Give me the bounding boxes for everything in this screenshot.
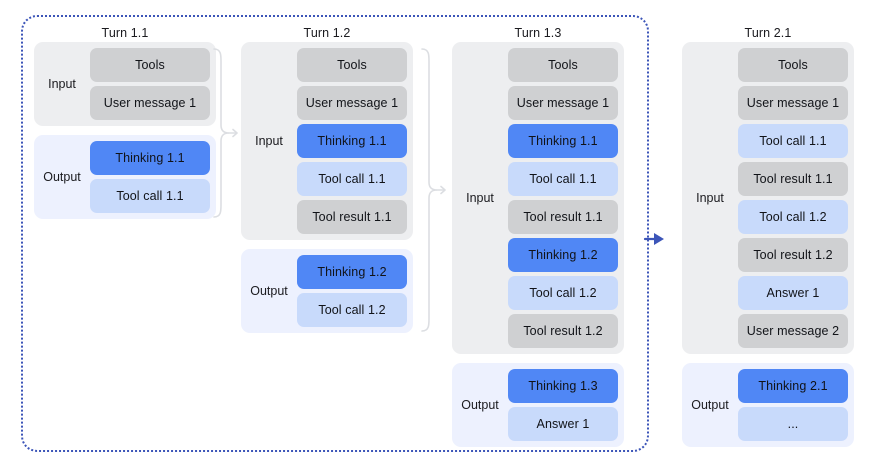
context-block: Answer 1	[508, 407, 618, 441]
output-block-stack: Thinking 2.1...	[738, 369, 848, 441]
context-block: Tool call 1.1	[297, 162, 407, 196]
panel-gap	[452, 354, 624, 363]
context-block: User message 1	[297, 86, 407, 120]
turn-title: Turn 1.1	[101, 26, 149, 40]
context-block: Thinking 1.1	[297, 124, 407, 158]
context-block: Tool result 1.1	[297, 200, 407, 234]
context-block: Tools	[297, 48, 407, 82]
arrow-turn-1-3-to-turn-2-1	[643, 229, 667, 249]
context-block: Tool call 1.1	[508, 162, 618, 196]
context-block: User message 1	[508, 86, 618, 120]
output-label: Output	[43, 170, 81, 184]
turn-title: Turn 1.3	[514, 26, 562, 40]
panel-gap	[241, 240, 413, 249]
context-block: Tool result 1.2	[508, 314, 618, 348]
context-block: Thinking 1.1	[508, 124, 618, 158]
context-block: Tool call 1.1	[738, 124, 848, 158]
context-block: Tool call 1.1	[90, 179, 210, 213]
input-label: Input	[48, 77, 76, 91]
context-block: Answer 1	[738, 276, 848, 310]
context-block: Tool call 1.2	[738, 200, 848, 234]
output-panel: Output Thinking 2.1...	[682, 363, 854, 447]
context-block: Tools	[508, 48, 618, 82]
output-label: Output	[250, 284, 288, 298]
context-block: Tool result 1.1	[508, 200, 618, 234]
context-block: User message 1	[90, 86, 210, 120]
bracket-connector-turn-1-2-to-1-3	[420, 47, 446, 333]
context-block: Thinking 1.2	[508, 238, 618, 272]
output-label: Output	[691, 398, 729, 412]
context-block: Thinking 2.1	[738, 369, 848, 403]
context-block: User message 1	[738, 86, 848, 120]
output-label: Output	[461, 398, 499, 412]
panel-gap	[34, 126, 216, 135]
panel-gap	[682, 354, 854, 363]
context-block: Thinking 1.1	[90, 141, 210, 175]
context-block: Tools	[738, 48, 848, 82]
context-block: Thinking 1.2	[297, 255, 407, 289]
turn-title: Turn 2.1	[744, 26, 792, 40]
context-block: Tools	[90, 48, 210, 82]
context-block: Tool call 1.2	[297, 293, 407, 327]
input-label: Input	[255, 134, 283, 148]
context-block: ...	[738, 407, 848, 441]
context-block: Tool result 1.1	[738, 162, 848, 196]
context-block: Tool call 1.2	[508, 276, 618, 310]
turn-title: Turn 1.2	[303, 26, 351, 40]
context-block: Tool result 1.2	[738, 238, 848, 272]
input-label: Input	[696, 191, 724, 205]
context-block: User message 2	[738, 314, 848, 348]
input-label: Input	[466, 191, 494, 205]
context-block: Thinking 1.3	[508, 369, 618, 403]
